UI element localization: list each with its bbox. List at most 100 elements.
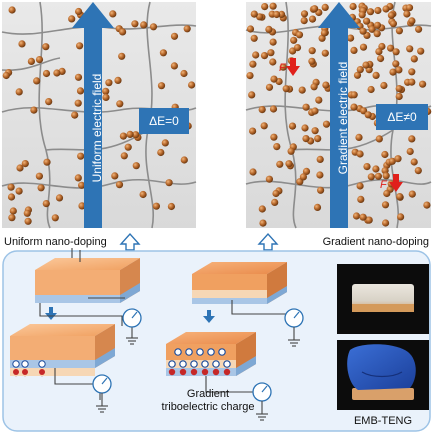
uniform-delta-label: ΔE=0: [149, 114, 179, 128]
press-arrow-right: [203, 310, 215, 323]
nanoparticle: [408, 135, 416, 143]
negative-charge: [212, 360, 220, 368]
nanoparticle: [258, 205, 266, 213]
nanoparticle: [271, 198, 279, 206]
gradient-delta-label: ΔE≠0: [387, 110, 417, 124]
nanoparticle: [395, 66, 403, 74]
nanoparticle: [352, 212, 361, 220]
nanoparticle: [293, 44, 302, 52]
nanoparticle: [389, 20, 397, 28]
nanoparticle: [387, 11, 395, 19]
nanoparticle: [419, 80, 427, 88]
nanoparticle: [76, 42, 84, 50]
nanoparticle: [18, 40, 26, 48]
nanoparticle: [102, 87, 110, 95]
nanoparticle: [269, 2, 277, 10]
nanoparticle: [265, 25, 273, 33]
nanoparticle: [132, 162, 140, 170]
nanoparticle: [300, 10, 309, 18]
nanoparticle: [23, 209, 31, 217]
nanoparticle: [308, 47, 316, 55]
nanoparticle: [373, 30, 381, 38]
nanoparticle: [316, 155, 324, 163]
nanoparticle: [392, 48, 400, 56]
nanoparticle: [359, 43, 368, 51]
nanoparticle: [358, 11, 366, 19]
nanoparticle: [320, 29, 328, 37]
nanoparticle: [265, 83, 274, 91]
nanoparticle: [51, 214, 59, 222]
nanoparticle: [249, 60, 257, 68]
positive-charge: [223, 368, 231, 376]
nanoparticle: [423, 201, 431, 209]
nanoparticle: [102, 93, 110, 101]
device-left-after: [10, 324, 115, 377]
nanoparticle: [285, 160, 293, 168]
uniform-panel: Uniform electric field ΔE=0: [1, 1, 197, 229]
force-arrow-lower: F: [380, 174, 403, 192]
nanoparticle: [397, 213, 405, 221]
nanoparticle: [159, 49, 167, 57]
nanoparticle: [42, 69, 51, 78]
nanoparticle: [408, 68, 416, 76]
nanoparticle: [126, 130, 134, 138]
gradient-field-arrow: [318, 2, 360, 228]
nanoparticle: [356, 182, 364, 190]
nanoparticle: [359, 27, 367, 35]
nanoparticle: [356, 150, 364, 158]
nanoparticle: [374, 172, 382, 180]
nanoparticle: [259, 219, 267, 227]
up-arrow-left: [119, 232, 141, 251]
nanoparticle: [276, 160, 284, 168]
nanoparticle: [270, 133, 278, 141]
nanoparticle: [77, 152, 85, 160]
nanoparticle: [382, 219, 390, 227]
negative-charge: [190, 360, 198, 368]
nanoparticle: [362, 61, 370, 69]
press-arrow-left: [45, 307, 57, 320]
nanoparticle: [414, 167, 422, 175]
negative-charge: [179, 360, 187, 368]
nanoparticle: [395, 27, 403, 35]
nanoparticle: [180, 69, 188, 78]
nanoparticle: [74, 174, 82, 182]
nanoparticle: [260, 122, 268, 130]
nanoparticle: [364, 111, 372, 119]
nanoparticle: [374, 6, 382, 15]
nanoparticle: [279, 63, 287, 71]
gradient-charges: [168, 348, 231, 376]
negative-charge: [168, 360, 176, 368]
nanoparticle: [388, 157, 396, 165]
nanoparticle: [403, 10, 411, 18]
nanoparticle: [21, 160, 29, 168]
photo-sponge: [337, 264, 429, 334]
nanoparticle: [355, 133, 363, 141]
nanoparticle: [120, 152, 128, 160]
nanoparticle: [15, 187, 23, 195]
nanoparticle: [308, 57, 316, 65]
nanoparticle: [366, 8, 375, 16]
nanoparticle: [35, 56, 44, 64]
nanoparticle: [183, 25, 191, 33]
uniform-field-label: Uniform electric field: [90, 74, 104, 183]
nanoparticle: [382, 172, 390, 180]
nanoparticle: [252, 51, 260, 59]
device-label: EMB-TENG: [354, 415, 412, 427]
nanoparticle: [124, 143, 132, 151]
nanoparticle: [246, 72, 254, 80]
nanoparticle: [302, 135, 310, 143]
positive-charge: [201, 368, 209, 376]
nanoparticle: [265, 175, 273, 183]
nanoparticle: [76, 87, 85, 95]
nanoparticle: [273, 143, 281, 151]
nanoparticle: [282, 85, 290, 93]
negative-charge: [174, 348, 182, 356]
nanoparticle: [16, 164, 24, 172]
nanoparticle: [109, 10, 117, 18]
nanoparticle: [380, 81, 388, 90]
nanoparticle: [24, 217, 32, 225]
nanoparticle: [375, 135, 383, 143]
nanoparticle: [315, 96, 323, 104]
nanoparticle: [170, 62, 178, 70]
nanoparticle: [321, 3, 329, 11]
